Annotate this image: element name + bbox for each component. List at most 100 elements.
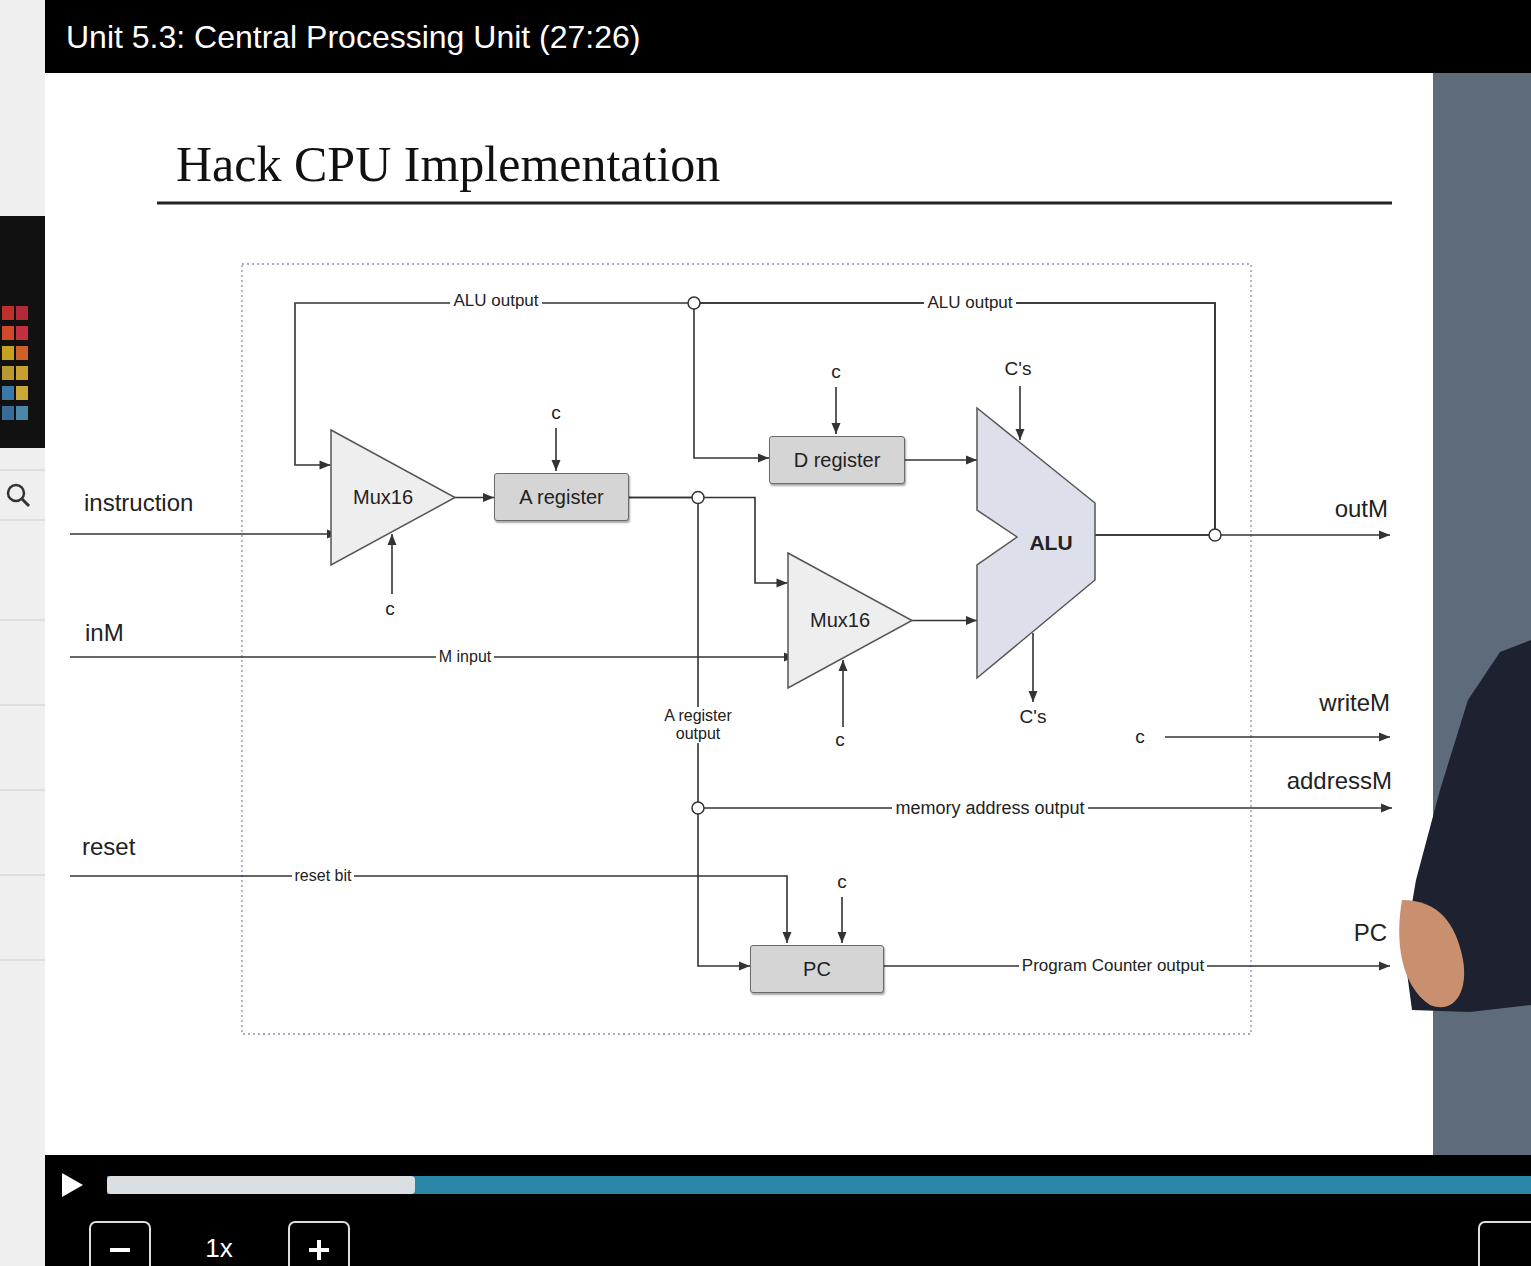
signal-name: outM [1335,495,1388,523]
video-title: Unit 5.3: Central Processing Unit (27:26… [66,19,640,56]
thumb-square [2,366,14,380]
thumb-square [16,326,28,340]
slide-title: Hack CPU Implementation [176,136,720,194]
plus-glyph [317,1240,321,1260]
writem-wire [1165,736,1390,738]
progress-played [107,1176,415,1194]
arrowhead [758,454,769,463]
player-bar [45,1155,1531,1266]
connector-line [629,498,750,967]
signal-name: addressM [1287,767,1392,795]
wire-label: ALU output [924,293,1015,313]
thumb-square [16,386,28,400]
sidebar-rule [0,470,45,471]
node-text-stack: PC [803,958,831,981]
thumb-square [16,366,28,380]
mux-outline [331,430,455,565]
sidebar-thumb [0,216,45,448]
thumb-square [2,326,14,340]
sidebar-rule [0,705,45,706]
mux-outline [788,553,912,688]
junction-dot [692,802,704,814]
signal-name: reset [82,833,135,861]
control-bit: c [385,598,395,620]
sidebar-rule [0,875,45,876]
node-text-stack: A register [519,486,603,509]
junction-dot [688,297,700,309]
arrowhead [966,456,977,465]
control-arrow [555,428,557,471]
register-box: A register [494,473,629,521]
arrowhead [483,493,494,502]
arrowhead [777,579,788,588]
sidebar-rule [0,790,45,791]
slide [45,73,1433,1155]
minus-glyph [110,1248,130,1252]
connector [629,498,788,588]
sidebar-rule [0,520,45,521]
node-text-stack: ALU [1029,531,1072,555]
alu-shape: ALU [977,408,1095,678]
inm-wire [70,656,795,658]
connector [912,616,978,625]
progress-track [107,1176,1531,1194]
control-arrow [842,660,844,727]
control-arrow [391,534,393,594]
control-bits: C's [1020,706,1047,728]
signal-name: instruction [84,489,193,517]
connector [455,493,495,502]
search-icon [8,485,24,501]
speed-up-button [289,1222,349,1266]
speed-down-button [90,1222,150,1266]
connector [905,456,977,465]
sidebar [0,0,45,1266]
thumb-square [16,406,28,420]
wire-label: Program Counter output [1019,956,1207,976]
control-bit: c [835,729,845,751]
signal-name: inM [85,619,124,647]
node-label: PC [803,958,831,981]
reset-wire [70,876,787,943]
wire-label: A register output [653,707,743,744]
cpu-boundary [242,264,1251,1034]
node-label: Mux16 [810,609,870,632]
register-box: D register [769,436,905,484]
control-arrow [841,897,843,943]
side-button [1479,1222,1531,1266]
search-icon [22,499,29,506]
sidebar-rule [0,960,45,961]
multiplexer-triangle: Mux16 [331,430,455,565]
node-text-stack: D register [794,449,881,472]
control-bits: C's [1005,358,1032,380]
signal-name: PC [1354,919,1387,947]
arrowhead [739,962,750,971]
alu-outline [977,408,1095,678]
node-label: ALU [1029,531,1072,555]
control-arrow [1019,386,1021,440]
node-label: A register [519,486,603,509]
play-button [62,1173,83,1197]
instruction-wire [70,533,338,535]
control-bit: c [551,402,561,424]
outm-wire [1215,534,1390,536]
sidebar-rule [0,620,45,621]
connector-line [694,303,1215,535]
node-text-stack: Mux16 [353,486,413,509]
connector [694,303,1215,535]
node-label: D register [794,449,881,472]
arrowhead [320,461,331,470]
connector-line [629,498,788,584]
header-bar [45,0,1531,73]
wire-label: reset bit [292,867,355,885]
control-bit: c [837,871,847,893]
connector [629,498,750,971]
presenter-hand [1399,900,1464,1007]
wire-label: ALU output [450,291,541,311]
thumb-square [2,386,14,400]
wires [70,386,1392,966]
control-arrow [1032,633,1034,702]
arrowhead [966,616,977,625]
program-counter-box: PC [750,945,884,993]
node-label: Mux16 [353,486,413,509]
